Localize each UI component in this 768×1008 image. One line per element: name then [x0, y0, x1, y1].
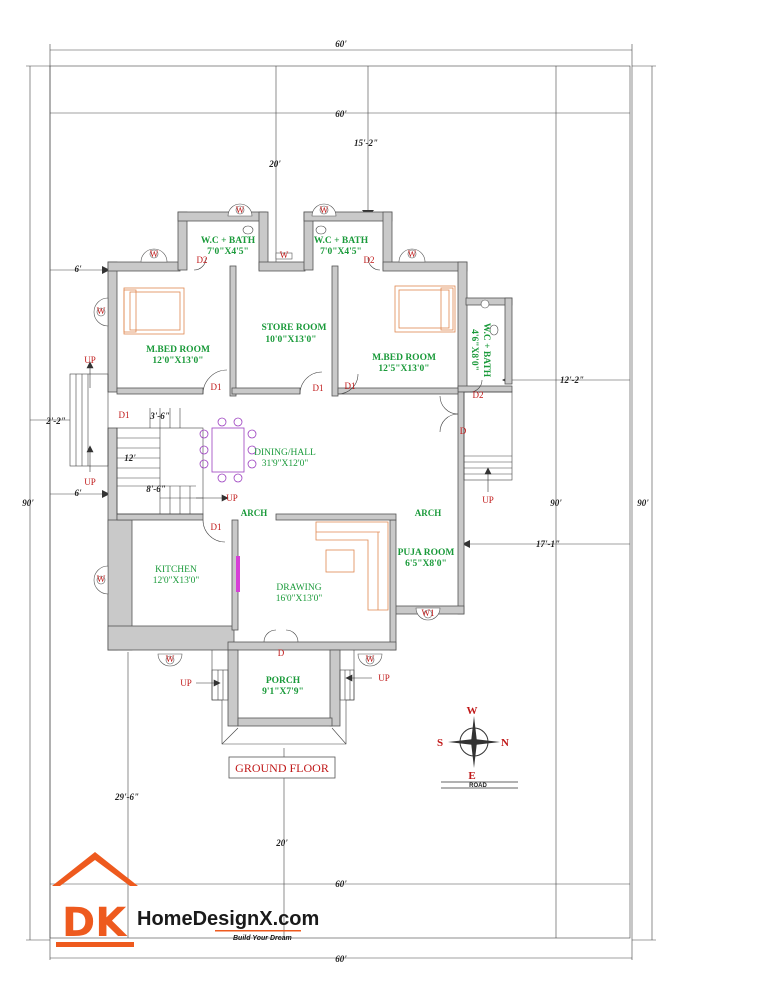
door-swings: [193, 257, 483, 643]
window-label: W: [150, 249, 159, 259]
dim-stair-width: 3'-6": [149, 411, 170, 421]
dim-right-inner: 90': [550, 498, 562, 508]
windows: [93, 203, 490, 667]
room-name-kitchen: KITCHEN: [155, 565, 197, 575]
stair-up-label: UP: [180, 678, 192, 688]
brand-underline: [215, 930, 301, 932]
room-name-porch: PORCH: [266, 676, 301, 686]
room-name-bed-right: M.BED ROOM: [372, 353, 436, 363]
room-size-wc-right: 7'0"X4'5": [320, 247, 362, 257]
room-size-dining: 31'9"X12'0": [262, 459, 309, 469]
room-size-kitchen: 12'0"X13'0": [153, 576, 200, 586]
compass-north: N: [501, 737, 509, 749]
dim-stair-run: 8'-6": [146, 484, 166, 494]
room-name-wc-left: W.C + BATH: [201, 236, 256, 246]
room-name-bed-left: M.BED ROOM: [146, 345, 210, 355]
dim-top-right-setback: 15'-2": [354, 138, 378, 148]
compass-icon: [441, 716, 518, 789]
door-label-d2: D2: [473, 390, 484, 400]
window-label: W: [236, 205, 245, 215]
room-size-store: 10'0"X13'0": [265, 335, 316, 345]
door-label-d: D: [460, 426, 467, 436]
brand-logo: DK: [52, 852, 138, 947]
door-label-d2: D2: [197, 255, 208, 265]
window-label: W: [320, 205, 329, 215]
compass-west: W: [467, 705, 478, 717]
compass-east: E: [468, 770, 475, 782]
brand-tagline: Build Your Dream: [233, 935, 292, 942]
room-size-drawing: 16'0"X13'0": [276, 594, 323, 604]
window-label: W: [166, 654, 175, 664]
door-label-d1: D1: [313, 383, 324, 393]
room-name-puja: PUJA ROOM: [398, 548, 455, 558]
window-label: W: [408, 249, 417, 259]
dim-right-upper-gap: 12'-2": [560, 375, 584, 385]
dimension-lines: [26, 44, 656, 960]
room-name-store: STORE ROOM: [261, 323, 326, 333]
room-size-bed-left: 12'0"X13'0": [152, 356, 203, 366]
window-label: W: [366, 654, 375, 664]
window-label: W: [97, 574, 106, 584]
door-label-d2: D2: [364, 255, 375, 265]
stair-up-label: UP: [84, 477, 96, 487]
room-name-wc-right: W.C + BATH: [314, 236, 369, 246]
wc-fixtures: [242, 225, 499, 336]
dim-bottom-outer: 60': [335, 954, 347, 964]
room-size-wc-side: 4'6"X8'0": [469, 329, 479, 371]
dim-bottom-inner: 60': [335, 879, 347, 889]
room-name-drawing: DRAWING: [276, 583, 321, 593]
room-size-bed-right: 12'5"X13'0": [378, 364, 429, 374]
room-size-puja: 6'5"X8'0": [405, 559, 447, 569]
window-label-w1: W1: [422, 608, 435, 618]
dim-bottom-center: 20': [275, 838, 288, 848]
dim-left-mid-gap: 2'-2": [45, 416, 66, 426]
window-label: W: [97, 306, 106, 316]
porch-steps: [211, 669, 355, 701]
dim-left-top-gap: 6': [74, 264, 82, 274]
window-label: W: [280, 250, 289, 260]
dim-bottom-left: 29'-6": [114, 792, 139, 802]
main-staircase: [116, 408, 204, 515]
dim-left-total: 90': [22, 498, 34, 508]
dim-left-low-gap: 6': [74, 488, 82, 498]
room-size-porch: 9'1"X7'9": [262, 687, 304, 697]
door-label-d1: D1: [211, 382, 222, 392]
bed-left: [123, 287, 185, 335]
stair-up-label: UP: [482, 495, 494, 505]
door-label-d1: D1: [119, 410, 130, 420]
sofa-set: [315, 521, 389, 611]
arch-label: ARCH: [415, 508, 442, 518]
dining-table: [199, 417, 257, 483]
tv-unit: [236, 556, 240, 592]
stair-up-label: UP: [84, 355, 96, 365]
dim-top-inner: 60': [335, 109, 347, 119]
road-label: ROAD: [469, 783, 487, 789]
bed-right: [394, 285, 456, 333]
compass-south: S: [437, 737, 443, 749]
dim-top-left-setback: 20': [268, 159, 281, 169]
up-arrows: [86, 361, 492, 687]
brand-name: HomeDesignX.com: [137, 908, 319, 930]
floor-title: GROUND FLOOR: [235, 761, 329, 775]
door-label-d1: D1: [211, 522, 222, 532]
room-name-dining: DINING/HALL: [254, 448, 316, 458]
door-label-d1: D1: [345, 381, 356, 391]
room-size-wc-left: 7'0"X4'5": [207, 247, 249, 257]
dim-top-outer: 60': [335, 39, 347, 49]
stair-up-label: UP: [378, 673, 390, 683]
right-entry-steps: [463, 391, 513, 481]
walls: [107, 211, 513, 727]
stair-up-label: UP: [226, 493, 238, 503]
logo-letters: DK: [62, 900, 128, 946]
dim-right-lower-gap: 17'-1": [536, 539, 560, 549]
room-name-wc-side: W.C + BATH: [481, 323, 491, 378]
door-label-d: D: [278, 648, 285, 658]
dim-right-total: 90': [637, 498, 649, 508]
arch-label: ARCH: [241, 508, 268, 518]
floor-title-box: [228, 756, 336, 779]
